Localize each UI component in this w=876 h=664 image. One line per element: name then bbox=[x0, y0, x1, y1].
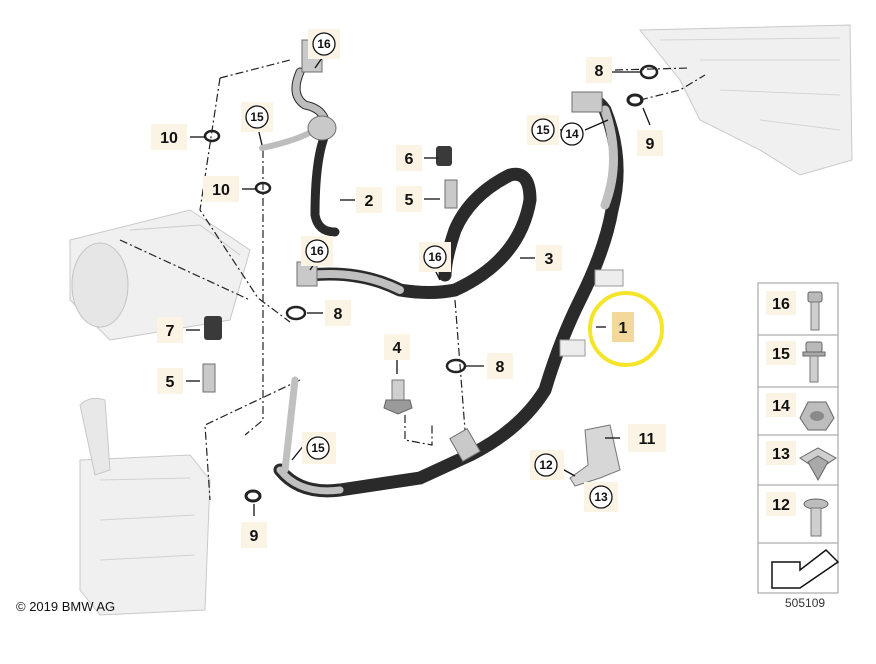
svg-text:12: 12 bbox=[772, 497, 790, 514]
pressure-sensor bbox=[383, 379, 413, 415]
legend-item-13[interactable]: 13 bbox=[757, 434, 839, 486]
svg-text:10: 10 bbox=[212, 182, 230, 199]
svg-text:4: 4 bbox=[393, 340, 402, 357]
direction-arrow-panel bbox=[757, 542, 840, 594]
bracket bbox=[569, 424, 621, 487]
svg-text:5: 5 bbox=[405, 192, 414, 209]
circle-callout-16-top[interactable]: 16 bbox=[308, 29, 340, 59]
svg-text:16: 16 bbox=[428, 250, 442, 264]
flange-bolt-icon bbox=[802, 341, 826, 383]
bolt-icon bbox=[807, 291, 823, 331]
callout-6[interactable]: 6 bbox=[396, 145, 422, 171]
callout-10-upper[interactable]: 10 bbox=[151, 124, 187, 150]
valve-caps bbox=[202, 146, 458, 393]
callout-11[interactable]: 11 bbox=[628, 424, 666, 452]
svg-text:5: 5 bbox=[166, 374, 175, 391]
svg-text:16: 16 bbox=[310, 244, 324, 258]
svg-text:10: 10 bbox=[160, 130, 178, 147]
svg-text:15: 15 bbox=[536, 123, 550, 137]
callout-2[interactable]: 2 bbox=[356, 187, 382, 213]
washer-screw-icon bbox=[803, 498, 829, 537]
callout-3[interactable]: 3 bbox=[536, 245, 562, 271]
svg-text:9: 9 bbox=[646, 136, 655, 153]
fastener-legend: 16 15 14 bbox=[757, 282, 840, 594]
circle-callout-15-upper-left[interactable]: 15 bbox=[241, 102, 273, 132]
line-1-pressure-hose bbox=[273, 91, 624, 498]
svg-text:9: 9 bbox=[250, 528, 259, 545]
callout-5-upper[interactable]: 5 bbox=[396, 186, 422, 212]
legend-item-16[interactable]: 16 bbox=[757, 282, 839, 336]
callout-8-center[interactable]: 8 bbox=[487, 353, 513, 379]
legend-item-15[interactable]: 15 bbox=[757, 334, 839, 388]
circle-callout-15-bottom[interactable]: 15 bbox=[302, 432, 336, 464]
svg-text:15: 15 bbox=[250, 110, 264, 124]
diagram-reference-number: 505109 bbox=[785, 596, 825, 610]
copyright-text: © 2019 BMW AG bbox=[16, 599, 115, 614]
line-3-hose bbox=[296, 167, 537, 299]
callout-9-bottom-left[interactable]: 9 bbox=[241, 522, 267, 548]
svg-text:8: 8 bbox=[595, 63, 604, 80]
callout-8-top-right[interactable]: 8 bbox=[586, 57, 612, 83]
svg-text:1: 1 bbox=[619, 320, 628, 337]
svg-text:3: 3 bbox=[545, 251, 554, 268]
evaporator-housing-ghost bbox=[638, 24, 853, 176]
o-rings bbox=[203, 64, 659, 503]
svg-text:8: 8 bbox=[334, 306, 343, 323]
callout-8-left[interactable]: 8 bbox=[325, 300, 351, 326]
callout-1[interactable]: 1 bbox=[612, 312, 634, 342]
direction-arrow-icon bbox=[771, 549, 840, 589]
svg-text:13: 13 bbox=[772, 446, 790, 463]
svg-text:6: 6 bbox=[405, 151, 414, 168]
compressor-ghost bbox=[69, 209, 251, 341]
legend-item-14[interactable]: 14 bbox=[757, 386, 839, 436]
svg-text:16: 16 bbox=[772, 296, 790, 313]
svg-text:15: 15 bbox=[772, 346, 790, 363]
callout-5-lower[interactable]: 5 bbox=[157, 368, 183, 394]
legend-item-12[interactable]: 12 bbox=[757, 484, 839, 544]
highlight-ring bbox=[588, 291, 664, 367]
svg-text:2: 2 bbox=[365, 193, 374, 210]
svg-text:11: 11 bbox=[639, 431, 656, 448]
hex-nut-icon bbox=[799, 401, 835, 431]
svg-text:12: 12 bbox=[539, 458, 553, 472]
svg-text:15: 15 bbox=[311, 441, 325, 455]
callout-7[interactable]: 7 bbox=[157, 317, 183, 343]
callout-9-top-right[interactable]: 9 bbox=[637, 130, 663, 156]
callout-4[interactable]: 4 bbox=[384, 334, 410, 360]
svg-text:13: 13 bbox=[594, 490, 608, 504]
circle-callout-13[interactable]: 13 bbox=[584, 482, 618, 512]
circle-callout-15-top-right[interactable]: 15 bbox=[527, 115, 559, 145]
svg-text:7: 7 bbox=[166, 323, 175, 340]
svg-text:16: 16 bbox=[317, 37, 331, 51]
line-2-suction-hose bbox=[259, 39, 340, 237]
callout-10-lower[interactable]: 10 bbox=[203, 176, 239, 202]
svg-text:14: 14 bbox=[565, 127, 579, 141]
assembly-lines bbox=[119, 59, 706, 501]
circle-callout-16-middle-left[interactable]: 16 bbox=[301, 236, 333, 266]
circle-callout-12[interactable]: 12 bbox=[530, 450, 564, 480]
heat-pump-unit-ghost bbox=[79, 397, 211, 616]
circle-callout-14[interactable]: 14 bbox=[560, 122, 584, 146]
cage-nut-icon bbox=[799, 447, 837, 482]
svg-text:14: 14 bbox=[772, 398, 790, 415]
svg-text:8: 8 bbox=[496, 359, 505, 376]
circle-callout-16-middle[interactable]: 16 bbox=[419, 242, 451, 272]
